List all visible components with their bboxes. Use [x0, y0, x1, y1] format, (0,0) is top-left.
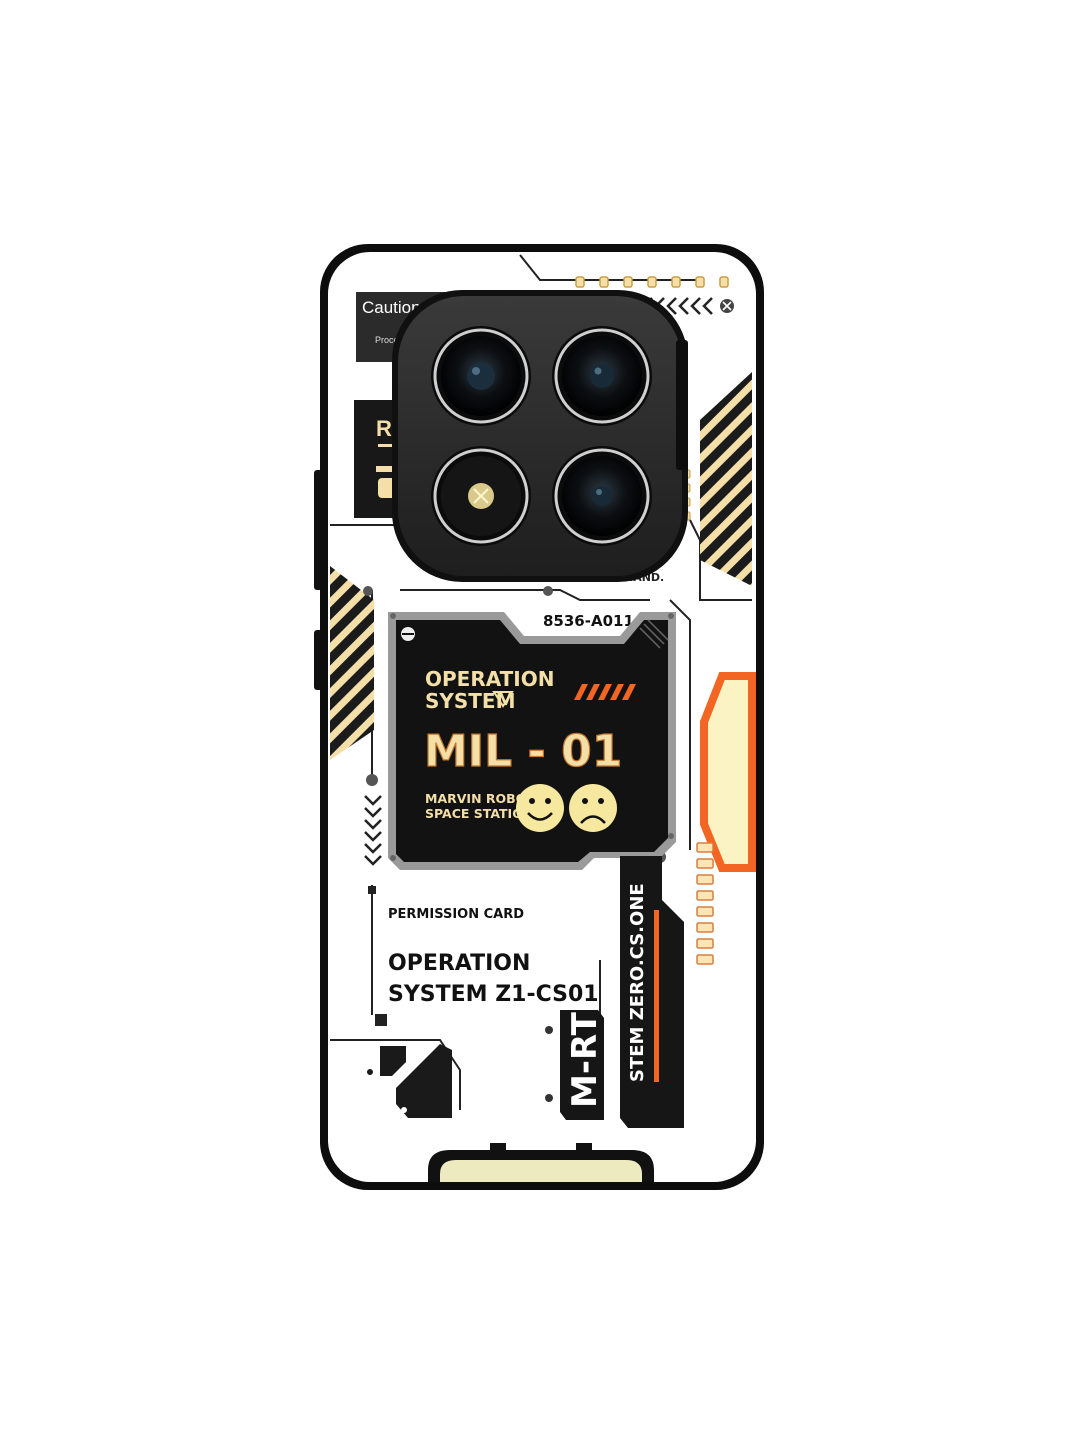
camera-lens-3 [552, 446, 652, 546]
right-dot-column [696, 842, 714, 965]
camera-module [392, 290, 688, 582]
top-dots [575, 276, 729, 288]
camera-lens-2 [552, 326, 652, 426]
mrt-label: M-RT [565, 1011, 605, 1108]
r-label: R [376, 416, 392, 441]
smiley-icon [516, 784, 564, 832]
mrt-panel: M-RT [545, 1010, 605, 1120]
sad-face-icon [569, 784, 617, 832]
stem-panel: STEM ZERO.CS.ONE [620, 856, 684, 1128]
proceed-text: Proceed [375, 335, 409, 345]
code-label: 8536-A011 [543, 612, 634, 630]
screen-stripes-icon [574, 684, 636, 700]
left-stripe-panel [330, 566, 374, 760]
caution-text: Caution: [362, 298, 425, 317]
operation-screen: OPERATION SYSTEM MIL - 01 MARVIN ROBOT S… [388, 612, 676, 870]
triangle-icon [492, 691, 514, 708]
screen-sub2: SPACE STATION [425, 806, 533, 821]
permission-line1: OPERATION [388, 951, 530, 976]
camera-lens-1 [431, 326, 531, 426]
screen-line1: OPERATION [425, 667, 554, 691]
right-stripe-panel [700, 372, 752, 586]
r-badge: R [354, 400, 400, 518]
permission-header: PERMISSION CARD [388, 907, 524, 922]
flash-icon [431, 446, 531, 546]
left-chevrons [364, 795, 382, 866]
screen-rivets [390, 613, 674, 861]
screen-big-label: MIL - 01 [424, 726, 622, 777]
screen-sub1: MARVIN ROBOT [425, 791, 535, 806]
geometric-shapes [367, 1044, 452, 1118]
permission-line2: SYSTEM Z1-CS01 [388, 982, 599, 1007]
stem-label: STEM ZERO.CS.ONE [627, 883, 648, 1082]
right-hexagon [700, 672, 756, 872]
permission-card: PERMISSION CARD OPERATION SYSTEM Z1-CS01 [368, 886, 599, 1026]
close-icon [720, 299, 734, 313]
bottom-tab [428, 1143, 654, 1182]
